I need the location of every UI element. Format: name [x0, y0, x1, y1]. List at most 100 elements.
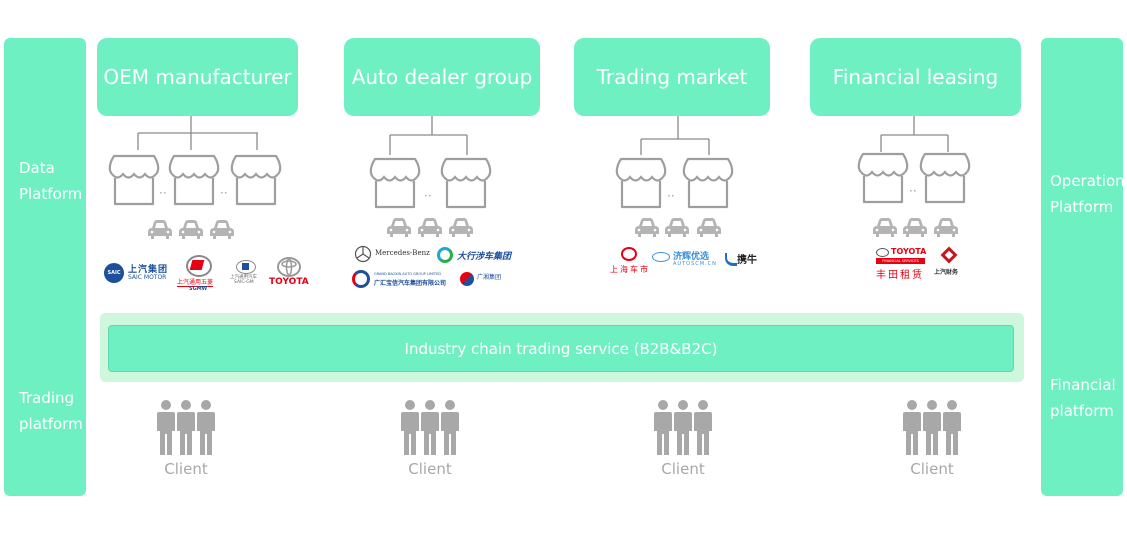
saic-motor-logo: SAIC 上汽集团 SAIC MOTOR [104, 262, 176, 284]
person-icon [942, 400, 962, 456]
ellipsis-dots: ·· [159, 186, 167, 200]
trading-store-icon-1 [613, 155, 669, 211]
guangxiang-logo: 广湘集团 [460, 271, 520, 289]
oem-store-icon-3 [228, 152, 284, 208]
clients-icon [390, 400, 470, 456]
guangxiang-text: 广湘集团 [477, 274, 502, 281]
saic-finance-text: 上汽财务 [934, 269, 959, 276]
data-platform-line1: Data [19, 159, 55, 177]
daxing-text: 大行涉车集团 [457, 252, 512, 262]
car-icon [448, 218, 474, 238]
client-label: Client [661, 460, 705, 478]
baoxin-en-text: GRAND BAOXIN AUTO GROUP LIMITED [374, 272, 441, 276]
person-icon [196, 400, 216, 456]
oem-manufacturer-box: OEM manufacturer [97, 38, 298, 116]
financial-store-icon-1 [855, 150, 911, 206]
car-icon [178, 220, 204, 240]
client-group-2: Client [390, 400, 470, 478]
saic-en-text: SAIC MOTOR [128, 274, 167, 281]
client-label: Client [164, 460, 208, 478]
trading-service-label: Industry chain trading service (B2B&B2C) [404, 339, 718, 358]
oem-store-icon-1 [106, 152, 162, 208]
data-platform-line2: Platform [19, 185, 83, 203]
jihui-youxuan-logo: 济辉优选 AUTOSCM.CN [652, 249, 724, 271]
shanghai-cheshi-emblem-icon [621, 247, 637, 261]
baoxin-emblem-icon [352, 270, 370, 288]
person-icon [922, 400, 942, 456]
toyota-emblem-icon [277, 257, 301, 277]
ellipsis-dots: ·· [909, 184, 917, 198]
daxing-logo: 大行涉车集团 [437, 247, 521, 267]
mercedes-benz-text: Mercedes-Benz [375, 249, 430, 257]
trading-platform-line1: Trading [19, 389, 75, 407]
oem-store-icon-2 [166, 152, 222, 208]
trading-platform-line2: platform [19, 415, 83, 433]
financial-platform-label: Financial platform [1050, 372, 1116, 424]
mercedes-star-icon [354, 245, 372, 263]
car-icon [147, 220, 173, 240]
saic-finance-logo: 上汽财务 [933, 246, 973, 279]
xieniu-swoosh-icon [725, 253, 737, 266]
car-icon [696, 218, 722, 238]
trading-store-icon-2 [680, 155, 736, 211]
operation-platform-line1: Operation [1050, 172, 1125, 190]
sgmw-cn-text: 上汽通用五菱 [177, 279, 214, 287]
car-icon [634, 218, 660, 238]
sgmw-logo: 上汽通用五菱 SGMW [177, 255, 217, 295]
dealer-store-icon-2 [438, 155, 494, 211]
trading-platform-label: Trading platform [19, 385, 83, 437]
car-icon [933, 218, 959, 238]
toyota-fin-cn-text: 丰田租赁 [876, 270, 924, 281]
saic-gm-badge-icon [236, 260, 256, 274]
clients-icon [146, 400, 226, 456]
car-icon [386, 218, 412, 238]
auto-dealer-group-box: Auto dealer group [344, 38, 540, 116]
toyota-fin-text: TOYOTA [891, 247, 927, 256]
trading-connector [640, 116, 710, 155]
sgmw-en-text: SGMW [189, 286, 208, 292]
person-icon [673, 400, 693, 456]
toyota-fin-services-text: FINANCIAL SERVICES [876, 258, 925, 264]
xieniu-text: 携牛 [737, 255, 757, 266]
saic-cn-text: 上汽集团 [128, 265, 169, 275]
client-group-4: Client [892, 400, 972, 478]
shanghai-cheshi-text: 上海车市 [610, 265, 650, 274]
ellipsis-dots: ·· [220, 186, 228, 200]
auto-dealer-group-title: Auto dealer group [351, 65, 533, 89]
guangxiang-emblem-icon [460, 272, 474, 286]
data-platform-label: Data Platform [19, 155, 82, 207]
trading-market-box: Trading market [574, 38, 770, 116]
toyota-financial-logo: TOYOTA FINANCIAL SERVICES 丰田租赁 [874, 247, 928, 281]
clients-icon [643, 400, 723, 456]
baoxin-cn-text: 广汇宝信汽车集团有限公司 [374, 280, 447, 287]
financial-connector [880, 116, 949, 152]
client-group-1: Client [146, 400, 226, 478]
car-icon [417, 218, 443, 238]
person-icon [156, 400, 176, 456]
daxing-swirl-icon [437, 247, 453, 263]
person-icon [693, 400, 713, 456]
person-icon [420, 400, 440, 456]
car-icon [209, 220, 235, 240]
toyota-fin-emblem-icon [876, 248, 889, 257]
operation-platform-line2: Platform [1050, 198, 1114, 216]
ellipsis-dots: ·· [667, 189, 675, 203]
grand-baoxin-logo: GRAND BAOXIN AUTO GROUP LIMITED 广汇宝信汽车集团… [352, 270, 452, 290]
oem-manufacturer-title: OEM manufacturer [103, 65, 292, 89]
gm-square-icon [242, 263, 249, 270]
car-icon [902, 218, 928, 238]
client-group-3: Client [643, 400, 723, 478]
jihui-en-text: AUTOSCM.CN [673, 261, 717, 267]
trading-service-band: Industry chain trading service (B2B&B2C) [108, 325, 1014, 372]
oem-connector [137, 116, 258, 150]
dealer-connector [389, 116, 468, 155]
saic-gm-en-text: SAIC-GM [234, 280, 254, 285]
dealer-store-icon-1 [367, 155, 423, 211]
toyota-logo: TOYOTA [268, 256, 310, 288]
ellipsis-dots: ·· [424, 189, 432, 203]
financial-leasing-box: Financial leasing [810, 38, 1021, 116]
car-icon [664, 218, 690, 238]
financial-platform-line2: platform [1050, 402, 1114, 420]
shanghai-cheshi-logo: 上海车市 [609, 247, 651, 279]
